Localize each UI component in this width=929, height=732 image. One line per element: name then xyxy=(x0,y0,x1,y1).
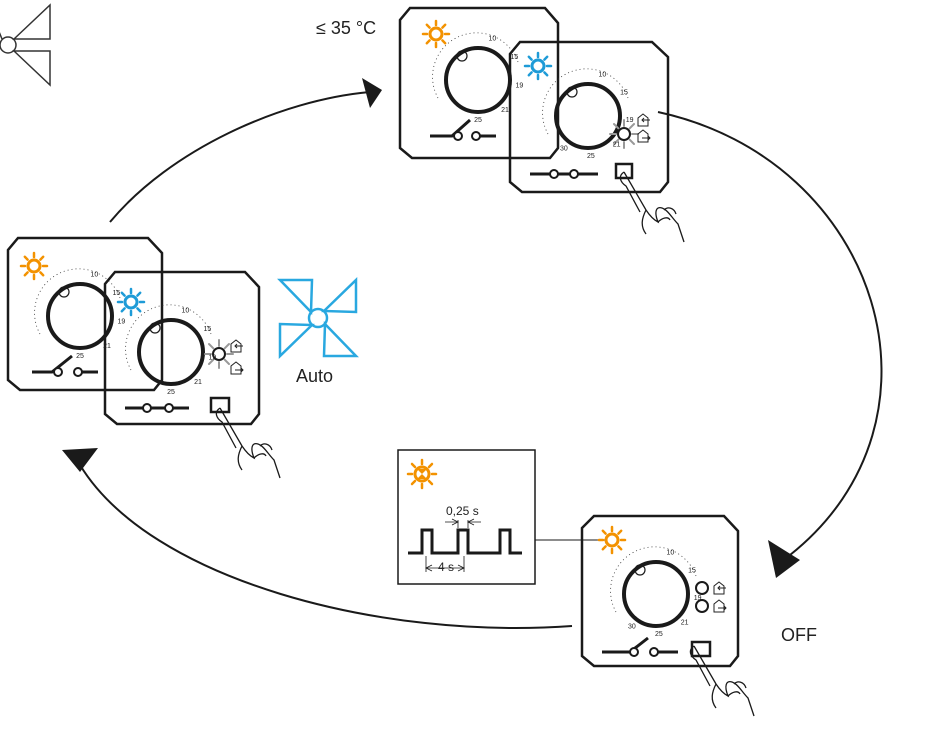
hand-top xyxy=(619,171,685,243)
dial-tick-label: 25 xyxy=(655,631,663,638)
dial-tick-label: 19 xyxy=(118,318,126,325)
auto-label: Auto xyxy=(296,366,334,386)
dial-tick-label: 10 xyxy=(182,308,190,315)
dial-tick-label: 19 xyxy=(626,117,634,124)
dial-tick-label: 15 xyxy=(688,567,696,574)
arrow-top-left xyxy=(109,91,371,223)
dial-tick-label: 30 xyxy=(560,145,568,152)
arrow-top-left-head xyxy=(362,78,382,108)
pulse-period-label: 4 s xyxy=(438,560,455,574)
arrow-right xyxy=(657,111,883,556)
arrow-right-head xyxy=(768,540,800,578)
dial-tick-label: 15 xyxy=(204,326,212,333)
dial-tick-label: 21 xyxy=(501,107,509,114)
dial-tick-labels: 10 15 19 21 25 10 15 19 21 25 30 10 15 19 21 25 10 15 19 21… xyxy=(76,36,701,638)
dial-tick-label: 21 xyxy=(681,620,689,627)
off-label: OFF xyxy=(781,625,817,645)
dial-tick-label: 25 xyxy=(474,117,482,124)
fan-auto-icon xyxy=(277,277,359,359)
thermostat-top-front xyxy=(508,40,670,194)
hand-left xyxy=(215,407,281,479)
dial-tick-label: 10 xyxy=(599,72,607,79)
cycle-arrows xyxy=(62,78,883,629)
dial-tick-label: 25 xyxy=(76,353,84,360)
dial-tick-label: 19 xyxy=(516,82,524,89)
thermostat-left-front xyxy=(103,270,261,426)
dial-tick-label: 10 xyxy=(667,550,675,557)
dial-tick-label: 10 xyxy=(489,36,497,43)
dial-tick-label: 19 xyxy=(694,595,702,602)
arrow-bottom-head xyxy=(62,448,98,472)
pulse-inset xyxy=(397,449,606,585)
dial-tick-label: 10 xyxy=(91,272,99,279)
dial-tick-label: 21 xyxy=(103,343,111,350)
dial-tick-label: 21 xyxy=(613,142,621,149)
arrow-bottom xyxy=(79,464,573,629)
thermostat-top-back xyxy=(398,6,560,160)
dial-tick-label: 15 xyxy=(113,290,121,297)
dial-tick-label: 19 xyxy=(209,354,217,361)
dial-tick-label: 25 xyxy=(167,389,175,396)
fan-icon-top-left xyxy=(0,3,51,87)
thermostat-off xyxy=(580,514,740,668)
pulse-waveform xyxy=(408,528,522,555)
dial-tick-label: 21 xyxy=(194,379,202,386)
dial-tick-label: 15 xyxy=(620,89,628,96)
thermostat-left-back xyxy=(6,236,164,392)
temp-limit-label: ≤ 35 °C xyxy=(316,18,377,38)
hand-bottom xyxy=(689,645,755,717)
pulse-width-label: 0,25 s xyxy=(446,504,479,518)
dial-tick-label: 25 xyxy=(587,153,595,160)
dial-tick-label: 15 xyxy=(511,54,519,61)
dial-tick-label: 30 xyxy=(628,623,636,630)
